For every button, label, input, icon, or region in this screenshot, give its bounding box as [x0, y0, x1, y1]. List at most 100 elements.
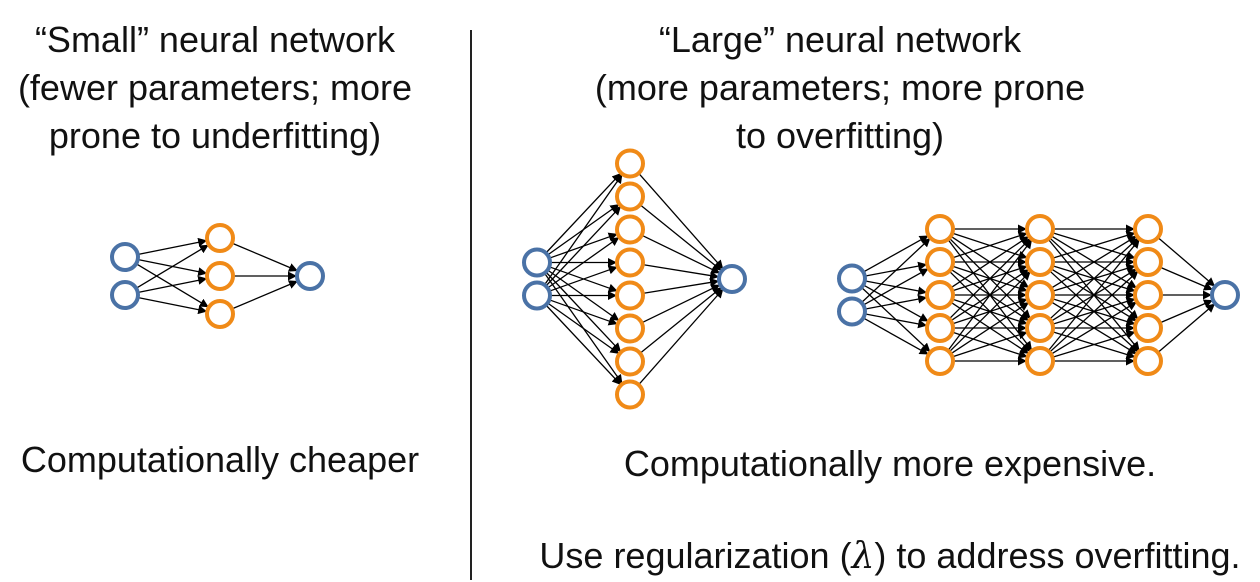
- large-net-a-connection-l1-3-to-0: [642, 263, 720, 280]
- large-net-a-connection-l0-1-to-7: [545, 304, 622, 385]
- large-net-b-hidden-node-l1-0: [925, 214, 955, 244]
- small-net-hidden-node-l1-1: [205, 261, 235, 291]
- small-net-connection-l0-1-to-0: [135, 244, 209, 289]
- large-net-a-connection-l1-6-to-0: [639, 287, 722, 354]
- large-net-a-hidden-node-l1-0: [615, 148, 645, 179]
- large-net-b-connection-l3-3-to-0: [1159, 299, 1213, 324]
- large-net-a-connection-l1-7-to-0: [638, 288, 724, 386]
- large-net-a-connection-l0-1-to-2: [547, 237, 620, 289]
- large-net-b-connection-l3-1-to-0: [1159, 266, 1213, 291]
- large-net-b-connection-l0-0-to-0: [862, 235, 929, 273]
- small-net-connection-l0-1-to-1: [137, 275, 208, 294]
- large-net-b-input-node-l0-1: [837, 296, 867, 327]
- large-net-b-connection-l1-3-to-0: [948, 238, 1031, 320]
- small-network-cost-label: Computationally cheaper: [20, 439, 420, 480]
- small-network-title: “Small” neural network (fewer parameters…: [0, 16, 430, 160]
- small-net-connection-l1-2-to-0: [231, 280, 298, 310]
- large-net-b-connection-l2-1-to-0: [1052, 231, 1136, 259]
- large-net-b-hidden-node-l1-2: [925, 280, 955, 310]
- small-neural-network: [110, 223, 325, 329]
- small-net-input-node-l0-0: [110, 242, 140, 272]
- large-net-a-connection-l0-1-to-0: [543, 174, 623, 286]
- large-net-b-connection-l0-1-to-4: [862, 317, 929, 355]
- small-net-hidden-node-l1-0: [205, 223, 235, 253]
- large-net-b-hidden-node-l3-4: [1133, 346, 1163, 376]
- large-net-a-connection-l0-0-to-0: [545, 173, 622, 254]
- large-net-b-connection-l1-4-to-1: [948, 271, 1031, 353]
- large-net-a-hidden-node-l1-5: [615, 313, 645, 344]
- large-net-b-connection-l0-1-to-0: [861, 237, 931, 304]
- large-net-b-connection-l1-4-to-3: [952, 330, 1028, 358]
- large-neural-network-deep: [837, 214, 1240, 376]
- small-network-title-line-1: “Small” neural network: [34, 19, 396, 60]
- small-network-title-line-2: (fewer parameters; more: [17, 67, 413, 108]
- large-neural-network-wide: [522, 148, 747, 410]
- large-net-b-connection-l2-4-to-1: [1049, 270, 1139, 353]
- large-net-a-hidden-node-l1-6: [615, 346, 645, 377]
- small-network-title-line-3: prone to underfitting): [48, 115, 382, 156]
- large-net-b-connection-l3-4-to-0: [1157, 303, 1216, 353]
- large-net-b-connection-l0-1-to-2: [864, 294, 928, 310]
- large-net-a-hidden-node-l1-2: [615, 214, 645, 245]
- large-net-a-connection-l1-2-to-0: [641, 234, 721, 274]
- large-net-a-connection-l0-1-to-3: [549, 265, 618, 292]
- small-net-connection-l0-1-to-2: [137, 296, 208, 315]
- large-net-a-connection-l0-1-to-1: [545, 206, 622, 287]
- large-net-b-hidden-node-l3-1: [1133, 247, 1163, 277]
- large-net-a-hidden-node-l1-7: [615, 379, 645, 410]
- large-net-b-connection-l0-1-to-3: [864, 313, 928, 329]
- large-net-b-connection-l2-2-to-0: [1050, 235, 1137, 289]
- large-net-a-connection-l0-1-to-5: [549, 299, 618, 326]
- large-net-b-hidden-node-l3-2: [1133, 280, 1163, 310]
- large-net-a-connection-l1-1-to-0: [639, 204, 722, 271]
- small-net-connection-l0-0-to-0: [137, 237, 208, 256]
- large-net-b-connection-l2-4-to-0: [1047, 239, 1140, 352]
- large-net-a-hidden-node-l1-1: [615, 181, 645, 212]
- large-net-b-hidden-node-l1-1: [925, 247, 955, 277]
- large-net-a-hidden-node-l1-3: [615, 247, 645, 278]
- regularization-note: Use regularization (λ) to address overfi…: [520, 532, 1260, 581]
- large-network-title-line-3: to overfitting): [735, 115, 945, 156]
- regularization-note-suffix: ) to address overfitting.: [874, 535, 1241, 576]
- large-network-title-line-2: (more parameters; more prone: [594, 67, 1086, 108]
- large-net-a-connection-l1-4-to-0: [642, 278, 720, 295]
- large-net-b-hidden-node-l1-3: [925, 313, 955, 343]
- large-net-a-connection-l1-0-to-0: [638, 172, 724, 270]
- large-net-b-hidden-node-l2-4: [1025, 346, 1055, 376]
- large-net-b-connection-l1-1-to-0: [952, 231, 1028, 259]
- large-net-b-output-node-l4-0: [1210, 280, 1240, 310]
- large-net-a-connection-l0-1-to-6: [547, 302, 620, 354]
- large-net-b-connection-l0-1-to-1: [862, 268, 929, 306]
- small-net-output-node-l2-0: [295, 261, 325, 291]
- large-net-b-hidden-node-l3-0: [1133, 214, 1163, 244]
- large-net-b-hidden-node-l2-2: [1025, 280, 1055, 310]
- large-net-a-input-node-l0-0: [522, 247, 552, 278]
- large-net-a-input-node-l0-1: [522, 280, 552, 311]
- large-net-b-connection-l2-4-to-3: [1052, 330, 1136, 358]
- large-net-b-connection-l1-4-to-0: [947, 239, 1033, 351]
- large-net-b-connection-l3-0-to-0: [1157, 237, 1216, 287]
- large-network-cost-label: Computationally more expensive.: [623, 443, 1157, 484]
- large-net-b-hidden-node-l3-3: [1133, 313, 1163, 343]
- large-net-b-hidden-node-l2-3: [1025, 313, 1055, 343]
- large-net-b-hidden-node-l2-0: [1025, 214, 1055, 244]
- panel-divider: [470, 30, 472, 580]
- large-net-b-connection-l2-4-to-2: [1050, 301, 1137, 355]
- small-net-input-node-l0-1: [110, 280, 140, 310]
- large-net-b-hidden-node-l2-1: [1025, 247, 1055, 277]
- large-net-a-hidden-node-l1-4: [615, 280, 645, 311]
- lambda-symbol: λ: [851, 536, 875, 577]
- large-net-a-output-node-l2-0: [717, 264, 747, 294]
- large-net-b-hidden-node-l1-4: [925, 346, 955, 376]
- large-net-a-connection-l1-5-to-0: [641, 284, 721, 324]
- small-net-connection-l1-0-to-0: [231, 242, 298, 272]
- large-net-b-connection-l1-2-to-0: [950, 236, 1030, 289]
- small-net-hidden-node-l1-2: [205, 299, 235, 329]
- regularization-note-prefix: Use regularization (: [539, 535, 852, 576]
- large-network-title: “Large” neural network (more parameters;…: [560, 16, 1120, 160]
- large-net-b-connection-l1-4-to-2: [950, 302, 1030, 355]
- large-network-title-line-1: “Large” neural network: [658, 19, 1022, 60]
- large-net-b-connection-l2-3-to-0: [1049, 237, 1139, 320]
- large-net-b-input-node-l0-0: [837, 263, 867, 294]
